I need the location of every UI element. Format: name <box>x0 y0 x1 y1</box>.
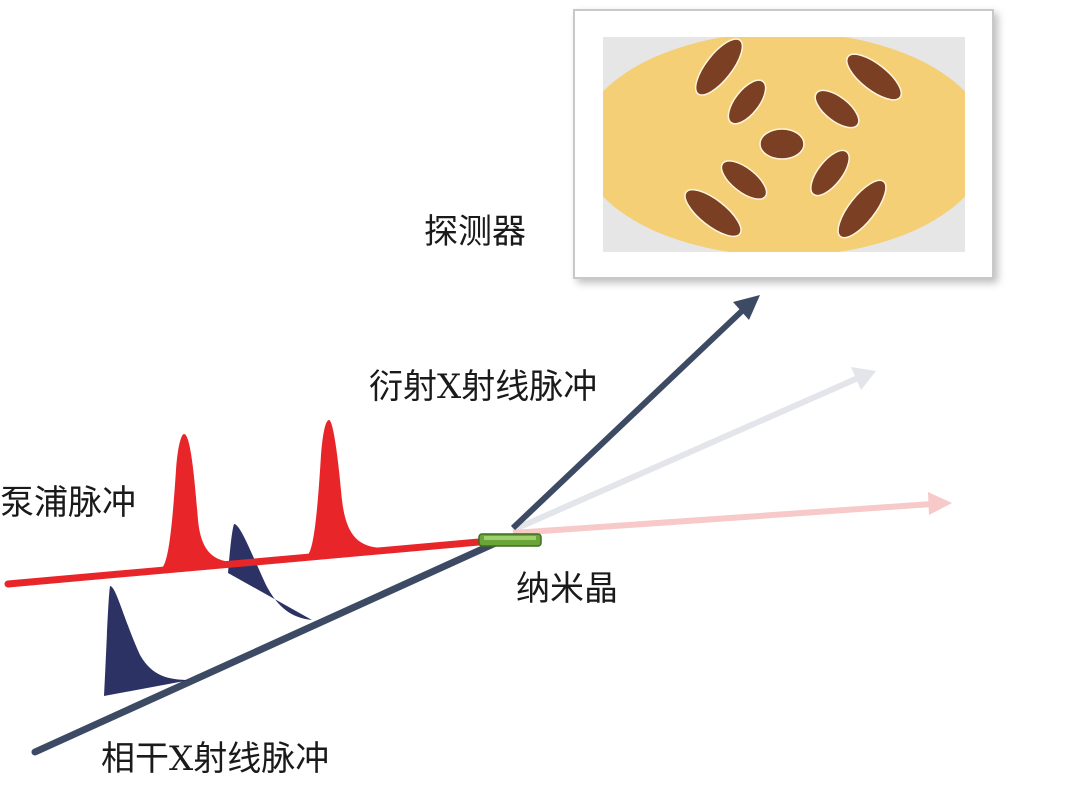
diffraction-spot <box>837 179 887 239</box>
pump-pulse <box>160 434 236 569</box>
diffraction-spot <box>810 149 850 197</box>
diffraction-spot <box>694 38 744 96</box>
diffraction-spot <box>814 89 860 129</box>
diffracted-beam-arrow <box>510 295 760 531</box>
coherent-pulse-label: 相干X射线脉冲 <box>101 739 329 779</box>
diffraction-spot <box>846 53 902 101</box>
faint-ray-gray <box>511 367 876 533</box>
nanocrystal <box>478 533 542 547</box>
pump-beam <box>4 537 494 588</box>
diffraction-spot <box>720 160 768 200</box>
diffraction-spot <box>684 188 742 238</box>
detector <box>573 9 994 279</box>
diffraction-spots <box>684 38 902 239</box>
diffraction-spot <box>759 128 805 160</box>
xray-pulse <box>228 524 312 620</box>
xray-beam <box>31 537 504 756</box>
detector-label: 探测器 <box>424 212 526 252</box>
nanocrystal-label: 纳米晶 <box>516 569 618 609</box>
xray-pulse <box>104 586 190 696</box>
diffracted-pulse-label: 衍射X射线脉冲 <box>369 367 597 407</box>
pump-pulse <box>306 420 385 556</box>
pump-pulse-label: 泵浦脉冲 <box>0 483 136 523</box>
diffraction-spot <box>727 79 767 125</box>
faint-ray-pink <box>512 492 952 536</box>
